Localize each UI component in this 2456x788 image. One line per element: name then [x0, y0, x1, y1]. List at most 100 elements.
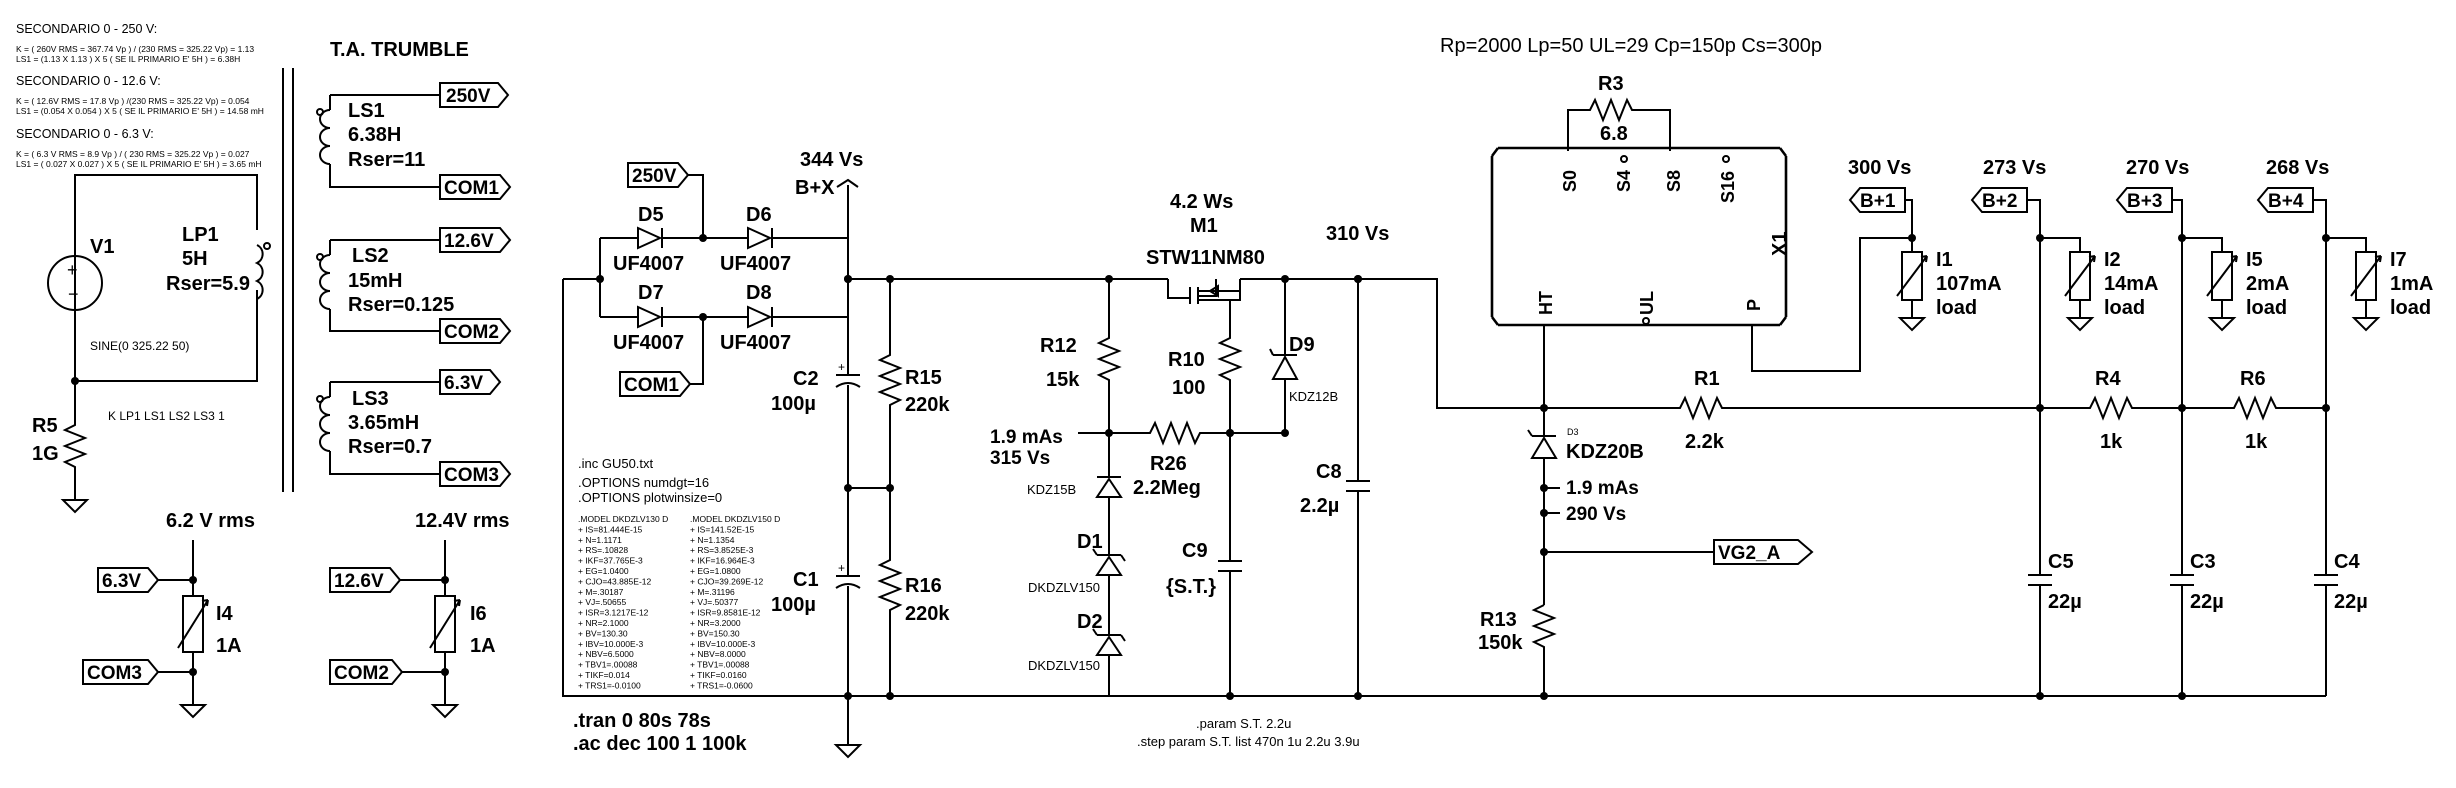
d2-model: DKDZLV150 — [1028, 658, 1100, 673]
note-126-heading: SECONDARIO 0 - 12.6 V: — [16, 74, 161, 88]
r13-value: 150k — [1478, 632, 1523, 654]
model-b-line: + IKF=16.964E-3 — [690, 556, 755, 566]
flag-com3-ls3-label: COM3 — [444, 465, 499, 486]
rect-flag-com1-label: COM1 — [624, 375, 679, 396]
i2-value: 14mA — [2104, 273, 2158, 295]
ls2-rser: Rser=0.125 — [348, 294, 454, 316]
model-b-line: + M=.31196 — [690, 587, 735, 597]
i6-name: I6 — [470, 603, 487, 625]
pin-ul: UL — [1637, 291, 1657, 315]
i7-voltage: 268 Vs — [2266, 157, 2329, 179]
i1-name: I1 — [1936, 249, 1953, 271]
i4-name: I4 — [216, 603, 234, 625]
r10-value: 100 — [1172, 377, 1205, 399]
d9-name: D9 — [1289, 334, 1315, 356]
v310-label: 310 Vs — [1326, 223, 1389, 245]
r12-value: 15k — [1046, 369, 1080, 391]
m1-model: STW11NM80 — [1146, 247, 1265, 269]
coupling-directive: K LP1 LS1 LS2 LS3 1 — [108, 409, 225, 423]
model-a-line: + TIKF=0.014 — [578, 670, 630, 680]
flag-126v-ls2 — [439, 227, 512, 253]
ls2-value: 15mH — [348, 270, 402, 292]
output-ladder: R1 2.2k R4 1k R6 1k C5 22µ C3 22µ C4 22µ — [1542, 238, 2368, 700]
note-126-line2: LS1 = (0.054 X 0.054 ) X 5 ( SE IL PRIMA… — [16, 106, 264, 116]
c1-name: C1 — [793, 569, 819, 591]
d8-name: D8 — [746, 282, 772, 304]
c2-plus: + — [838, 360, 845, 374]
flag-63v-ls3-label: 6.3V — [444, 373, 483, 394]
r13-name: R13 — [1480, 609, 1517, 631]
d7-name: D7 — [638, 282, 664, 304]
model-b-line: + IBV=10.000E-3 — [690, 639, 755, 649]
i2-load: load — [2104, 297, 2145, 319]
d5-model: UF4007 — [613, 253, 684, 275]
i6-flag-bot: COM2 — [334, 663, 389, 684]
kdz15b-label: KDZ15B — [1027, 482, 1076, 497]
c2-name: C2 — [793, 368, 819, 390]
i6-rms-label: 12.4V rms — [415, 510, 510, 532]
bplusx-voltage: 344 Vs — [800, 149, 863, 171]
d3-name: D3 — [1567, 427, 1579, 437]
d1-name: D1 — [1077, 531, 1103, 553]
model-a-line: .MODEL DKDZLV130 D — [578, 514, 668, 524]
c3-name: C3 — [2190, 551, 2216, 573]
i5-load: load — [2246, 297, 2287, 319]
r12-name: R12 — [1040, 335, 1077, 357]
ls2-name: LS2 — [352, 245, 389, 267]
r5-name: R5 — [32, 415, 58, 437]
load-i7: 268 Vs B+4 I7 1mA load — [2256, 157, 2433, 332]
d3-model: KDZ20B — [1566, 441, 1644, 463]
i6-value: 1A — [470, 635, 496, 657]
i5-voltage: 270 Vs — [2126, 157, 2189, 179]
r4-value: 1k — [2100, 431, 2123, 453]
model-a-line: + EG=1.0400 — [578, 566, 629, 576]
model-a-line: + N=1.1171 — [578, 535, 622, 545]
model-a-line: + TRS1=-0.0100 — [578, 680, 641, 690]
r15-name: R15 — [905, 367, 942, 389]
tube-name: X1 — [1769, 232, 1791, 256]
i1-value: 107mA — [1936, 273, 2002, 295]
flag-com2-ls2-label: COM2 — [444, 322, 499, 343]
r15-value: 220k — [905, 394, 950, 416]
load-i5: 270 Vs B+3 I5 2mA load — [2115, 157, 2289, 332]
d5-name: D5 — [638, 204, 664, 226]
c9-name: C9 — [1182, 540, 1208, 562]
tube-params: Rp=2000 Lp=50 UL=29 Cp=150p Cs=300p — [1440, 35, 1822, 57]
d7-model: UF4007 — [613, 332, 684, 354]
directive-ac: .ac dec 100 1 100k — [573, 733, 747, 755]
bridge-rectifier: 250V COM1 D5 D6 UF4007 UF4007 D7 D8 UF40… — [596, 162, 852, 397]
directive-options-2: .OPTIONS plotwinsize=0 — [578, 490, 722, 505]
model-b-line: + NR=3.2000 — [690, 618, 741, 628]
ls1-name: LS1 — [348, 100, 385, 122]
i4-value: 1A — [216, 635, 242, 657]
i2-voltage: 273 Vs — [1983, 157, 2046, 179]
pin-s8: S8 — [1664, 170, 1684, 192]
flag-bplus3-label: B+3 — [2127, 191, 2162, 212]
tube-x1: R3 6.8 S0 S4 S8 S16 X1 HT UL P — [1490, 73, 1912, 408]
c3-value: 22µ — [2190, 591, 2224, 613]
model-a-line: + NBV=6.5000 — [578, 649, 634, 659]
ls1-rser: Rser=11 — [348, 149, 425, 171]
c1-value: 100µ — [771, 594, 816, 616]
flag-com1-ls1 — [439, 174, 512, 200]
flag-bplus4-label: B+4 — [2268, 191, 2304, 212]
c8-value: 2.2µ — [1300, 495, 1339, 517]
d6-model: UF4007 — [720, 253, 791, 275]
c4-name: C4 — [2334, 551, 2360, 573]
lp1-rser: Rser=5.9 — [166, 273, 250, 295]
transformer-core — [282, 68, 294, 492]
d9-model: KDZ12B — [1289, 389, 1338, 404]
r16-name: R16 — [905, 575, 942, 597]
c8-name: C8 — [1316, 461, 1342, 483]
pin-s16: S16 — [1718, 171, 1738, 203]
heater-load-i4: 6.2 V rms 6.3V COM3 I4 1A — [82, 510, 255, 719]
flag-126v-ls2-label: 12.6V — [444, 231, 494, 252]
r26-value: 2.2Meg — [1133, 477, 1201, 499]
i7-load: load — [2390, 297, 2431, 319]
secondary-ls1: LS1 6.38H Rser=11 250V COM1 — [316, 82, 512, 200]
r3-value: 6.8 — [1600, 123, 1628, 145]
d2-name: D2 — [1077, 611, 1103, 633]
model-a-line: + ISR=3.1217E-12 — [578, 608, 649, 618]
directive-param: .param S.T. 2.2u — [1196, 716, 1291, 731]
ls3-name: LS3 — [352, 388, 389, 410]
